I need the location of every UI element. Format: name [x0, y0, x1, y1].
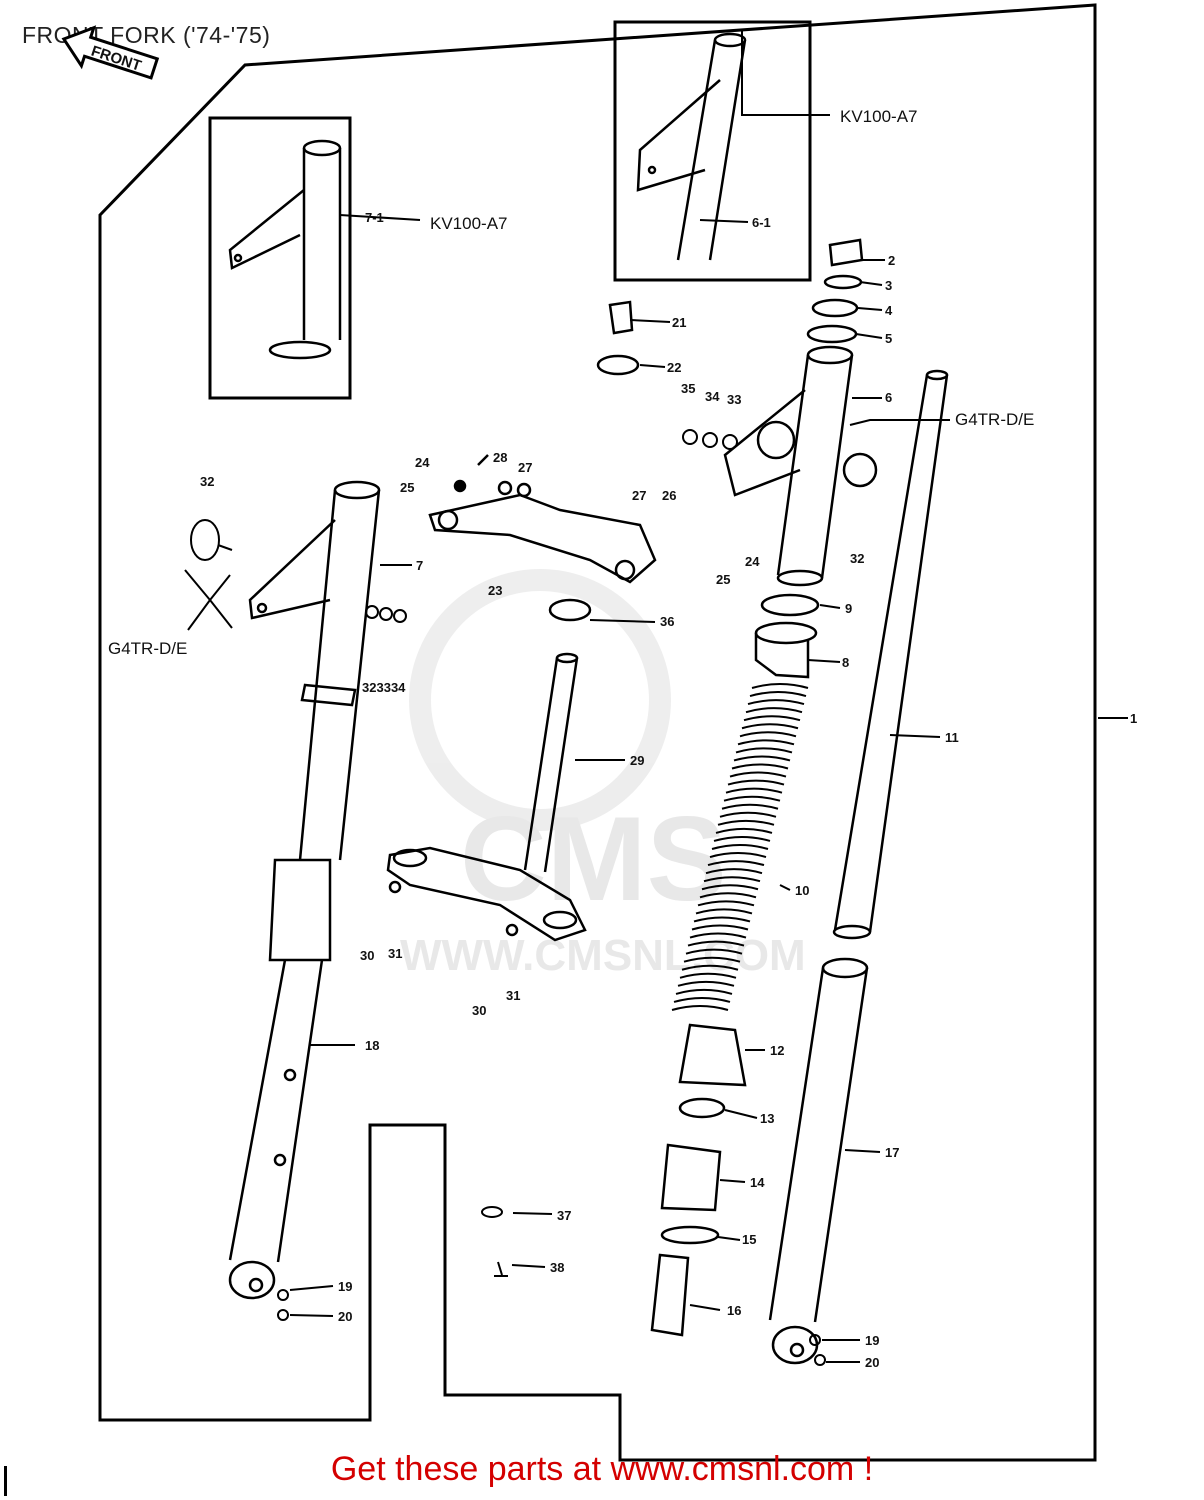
callout-23: 23 — [488, 583, 502, 598]
callout-36: 36 — [660, 614, 674, 629]
callout-15: 15 — [742, 1232, 756, 1247]
left-cap-32 — [190, 519, 233, 561]
callout-22: 22 — [667, 360, 681, 375]
inset-left-fork-tube — [228, 139, 342, 360]
model-labels: KV100-A7 KV100-A7 G4TR-D/E G4TR-D/E — [108, 107, 1034, 658]
callout-26: 26 — [662, 488, 676, 503]
footer-parts-link[interactable]: Get these parts at www.cmsnl.com ! — [330, 1450, 874, 1488]
callout-34: 34 — [705, 389, 720, 404]
callout-5: 5 — [885, 331, 892, 346]
callout-18: 18 — [365, 1038, 379, 1053]
inset-box-right — [613, 20, 812, 282]
inner-tube-11 — [832, 369, 949, 940]
callout-19b: 19 — [865, 1333, 879, 1348]
part-8 — [754, 621, 818, 679]
callout-10: 10 — [795, 883, 809, 898]
parts-21-22 — [596, 300, 640, 376]
callout-30b: 30 — [472, 1003, 486, 1018]
callout-9: 9 — [845, 601, 852, 616]
top-cap-stack — [806, 238, 864, 344]
callout-6: 6 — [885, 390, 892, 405]
callout-31a: 31 — [388, 946, 402, 961]
watermark-url: WWW.CMSNL.COM — [400, 931, 806, 980]
left-nut-set — [365, 605, 407, 623]
callout-37: 37 — [557, 1208, 571, 1223]
damper-parts — [650, 1023, 747, 1337]
frame-outline — [98, 3, 1097, 1462]
right-fork-tube-6 — [723, 345, 878, 587]
callout-30a: 30 — [360, 948, 374, 963]
part-9 — [760, 593, 820, 617]
outer-tube-17 — [768, 957, 869, 1365]
upper-bracket-23 — [428, 454, 657, 584]
callout-29: 29 — [630, 753, 644, 768]
callout-6-1: 6-1 — [752, 215, 771, 230]
right-nut-set — [682, 429, 738, 450]
callout-24a: 24 — [415, 455, 430, 470]
stem-29 — [523, 652, 579, 873]
callout-1: 1 — [1130, 711, 1137, 726]
callout-7: 7 — [416, 558, 423, 573]
inset-box-left — [208, 116, 352, 400]
callout-2: 2 — [888, 253, 895, 268]
callout-32c: 323334 — [362, 680, 406, 695]
watermark: CMS WWW.CMSNL.COM — [400, 569, 806, 980]
front-arrow: FRONT — [61, 25, 160, 80]
lower-bracket — [386, 846, 587, 942]
callout-31b: 31 — [506, 988, 520, 1003]
callout-27b: 27 — [632, 488, 646, 503]
watermark-brand: CMS — [460, 792, 727, 926]
callout-14: 14 — [750, 1175, 765, 1190]
callout-21: 21 — [672, 315, 686, 330]
callout-38: 38 — [550, 1260, 564, 1275]
callout-24b: 24 — [745, 554, 760, 569]
callout-32b: 32 — [850, 551, 864, 566]
model-label-inset-left: KV100-A7 — [430, 214, 508, 233]
left-fork-assembly — [228, 480, 381, 1300]
model-label-inset-right: KV100-A7 — [840, 107, 918, 126]
callout-13: 13 — [760, 1111, 774, 1126]
variant-left-bracket — [184, 569, 233, 631]
callout-19a: 19 — [338, 1279, 352, 1294]
bottom-bolts — [277, 1289, 826, 1366]
callout-28: 28 — [493, 450, 507, 465]
spring-10 — [671, 683, 809, 1011]
callout-35: 35 — [681, 381, 695, 396]
callout-25b: 25 — [716, 572, 730, 587]
model-label-variant-left: G4TR-D/E — [108, 639, 187, 658]
callout-16: 16 — [727, 1303, 741, 1318]
callout-17: 17 — [885, 1145, 899, 1160]
callout-20b: 20 — [865, 1355, 879, 1370]
model-label-variant-right: G4TR-D/E — [955, 410, 1034, 429]
callout-4: 4 — [885, 303, 893, 318]
callout-3: 3 — [885, 278, 892, 293]
callout-11: 11 — [945, 730, 959, 745]
callout-7-1: 7-1 — [365, 210, 384, 225]
callout-33: 33 — [727, 392, 741, 407]
leader-lines — [289, 30, 1128, 1363]
callout-27a: 27 — [518, 460, 532, 475]
callout-20a: 20 — [338, 1309, 352, 1324]
page-title: FRONT FORK ('74-'75) — [22, 22, 271, 48]
callout-8: 8 — [842, 655, 849, 670]
callouts: 1 2 3 4 5 6 6-1 7 7-1 8 9 10 11 12 13 14… — [200, 210, 1137, 1370]
part-36 — [548, 598, 592, 622]
callout-32a: 32 — [200, 474, 214, 489]
callout-25a: 25 — [400, 480, 414, 495]
corner-mark — [4, 1466, 7, 1496]
callout-12: 12 — [770, 1043, 784, 1058]
inset-right-fork-tube — [636, 32, 747, 261]
parts-37-38 — [481, 1206, 508, 1277]
